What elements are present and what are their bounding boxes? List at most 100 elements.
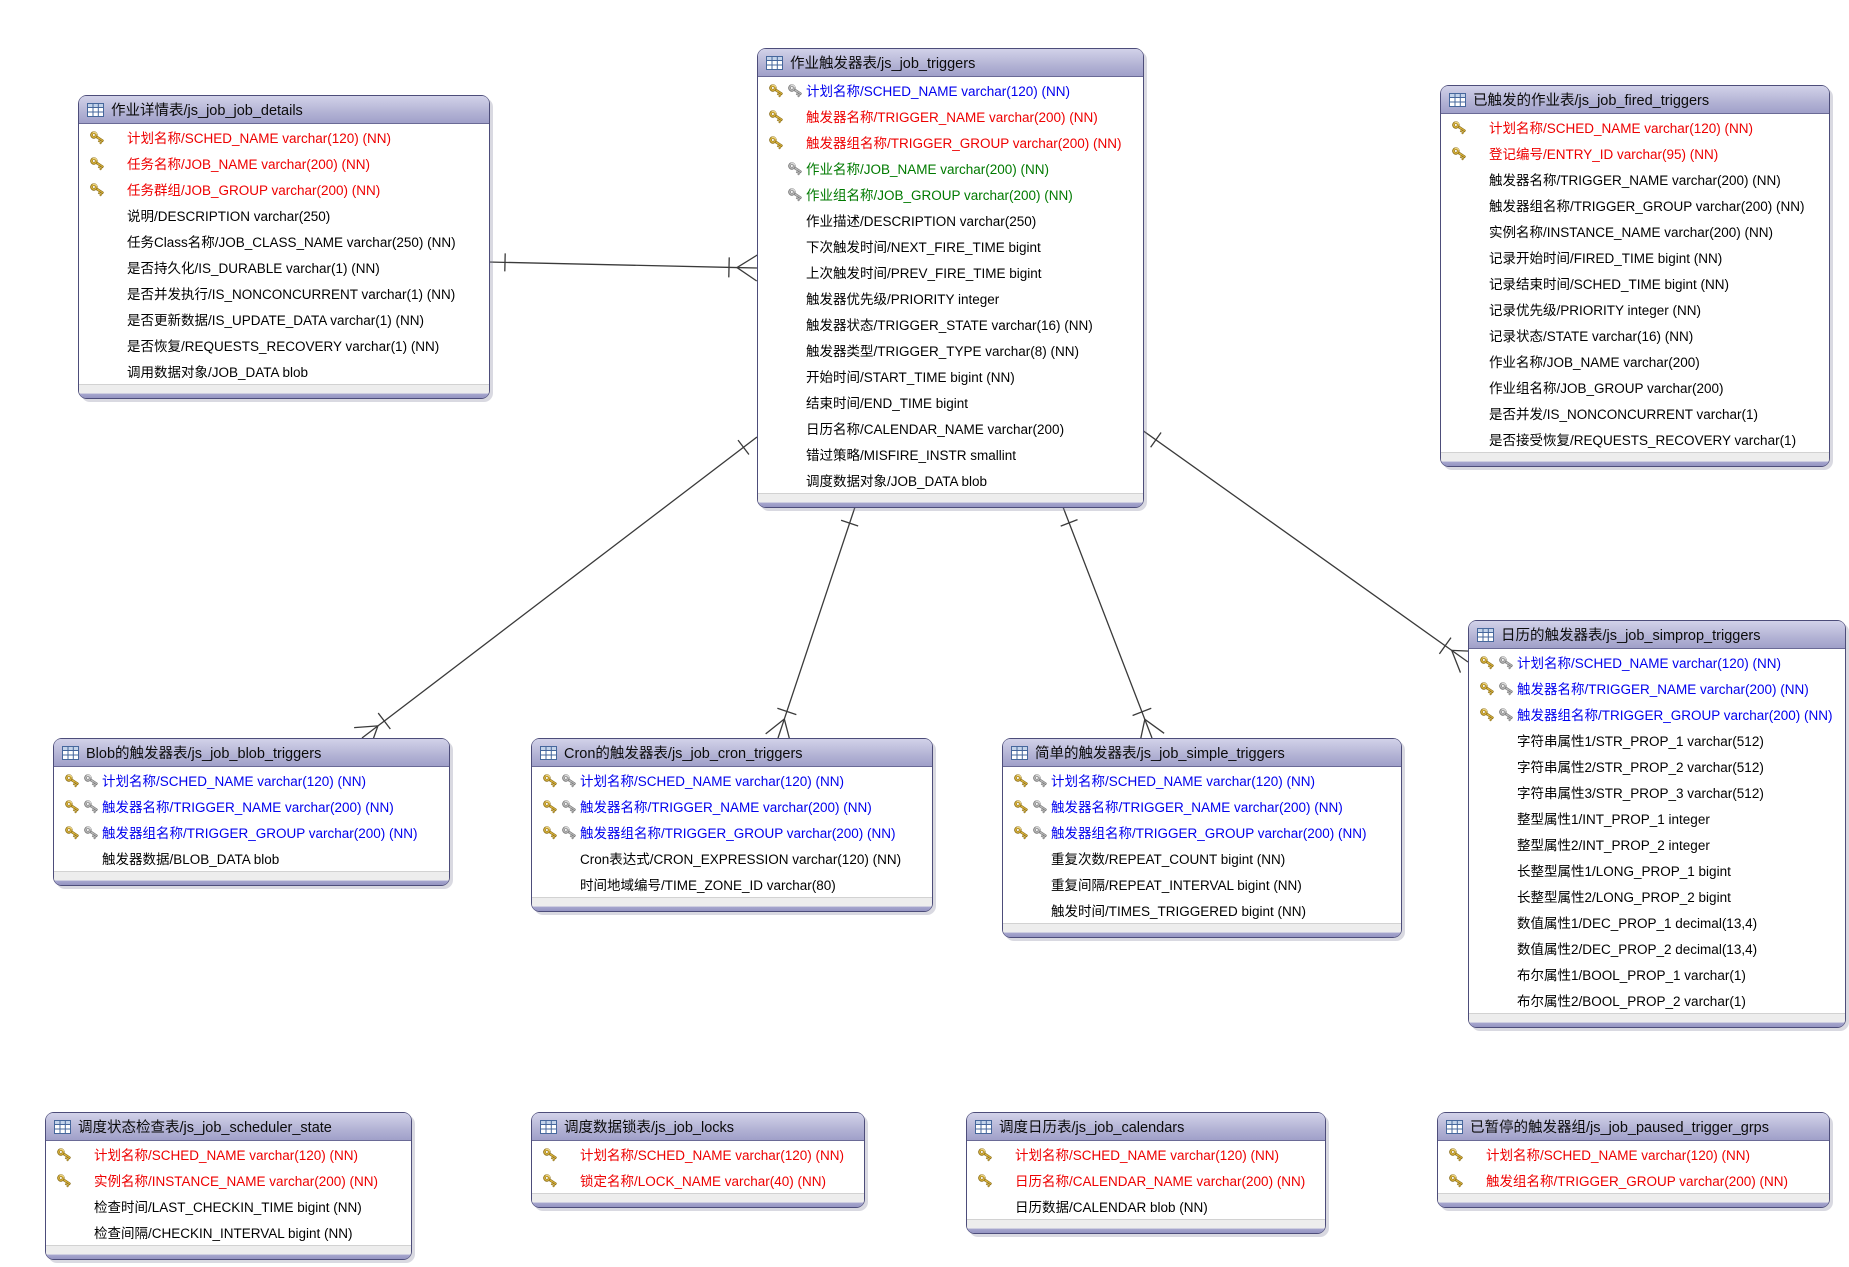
table-header[interactable]: 已触发的作业表/js_job_fired_triggers (1441, 86, 1829, 114)
column-row[interactable]: 触发器名称/TRIGGER_NAME varchar(200) (NN) (54, 793, 449, 819)
column-row[interactable]: 是否持久化/IS_DURABLE varchar(1) (NN) (79, 254, 489, 280)
column-row[interactable]: 上次触发时间/PREV_FIRE_TIME bigint (758, 259, 1143, 285)
column-row[interactable]: 登记编号/ENTRY_ID varchar(95) (NN) (1441, 140, 1829, 166)
column-row[interactable]: 说明/DESCRIPTION varchar(250) (79, 202, 489, 228)
column-row[interactable]: 计划名称/SCHED_NAME varchar(120) (NN) (532, 767, 932, 793)
column-row[interactable]: 触发器类型/TRIGGER_TYPE varchar(8) (NN) (758, 337, 1143, 363)
table-header[interactable]: Blob的触发器表/js_job_blob_triggers (54, 739, 449, 767)
column-row[interactable]: 布尔属性2/BOOL_PROP_2 varchar(1) (1469, 987, 1845, 1013)
column-row[interactable]: 作业组名称/JOB_GROUP varchar(200) (NN) (758, 181, 1143, 207)
column-row[interactable]: 触发组名称/TRIGGER_GROUP varchar(200) (NN) (1438, 1167, 1829, 1193)
table-header[interactable]: 日历的触发器表/js_job_simprop_triggers (1469, 621, 1845, 649)
column-row[interactable]: 计划名称/SCHED_NAME varchar(120) (NN) (758, 77, 1143, 103)
table-header[interactable]: Cron的触发器表/js_job_cron_triggers (532, 739, 932, 767)
table-header[interactable]: 调度日历表/js_job_calendars (967, 1113, 1325, 1141)
column-row[interactable]: 结束时间/END_TIME bigint (758, 389, 1143, 415)
column-row[interactable]: 布尔属性1/BOOL_PROP_1 varchar(1) (1469, 961, 1845, 987)
column-row[interactable]: 作业组名称/JOB_GROUP varchar(200) (1441, 374, 1829, 400)
table-header[interactable]: 调度状态检查表/js_job_scheduler_state (46, 1113, 411, 1141)
table-header[interactable]: 已暂停的触发器组/js_job_paused_trigger_grps (1438, 1113, 1829, 1141)
column-row[interactable]: 开始时间/START_TIME bigint (NN) (758, 363, 1143, 389)
column-row[interactable]: 触发器名称/TRIGGER_NAME varchar(200) (NN) (532, 793, 932, 819)
column-row[interactable]: 计划名称/SCHED_NAME varchar(120) (NN) (532, 1141, 864, 1167)
column-row[interactable]: 调用数据对象/JOB_DATA blob (79, 358, 489, 384)
column-row[interactable]: 计划名称/SCHED_NAME varchar(120) (NN) (1469, 649, 1845, 675)
column-row[interactable]: 任务Class名称/JOB_CLASS_NAME varchar(250) (N… (79, 228, 489, 254)
column-row[interactable]: 记录开始时间/FIRED_TIME bigint (NN) (1441, 244, 1829, 270)
relationship-job-details-to-triggers[interactable] (487, 253, 758, 282)
relationship-triggers-to-cron-triggers[interactable] (765, 506, 859, 743)
column-row[interactable]: 计划名称/SCHED_NAME varchar(120) (NN) (1003, 767, 1401, 793)
column-row[interactable]: 计划名称/SCHED_NAME varchar(120) (NN) (967, 1141, 1325, 1167)
relationship-triggers-to-blob-triggers[interactable] (354, 436, 758, 749)
column-row[interactable]: 实例名称/INSTANCE_NAME varchar(200) (NN) (46, 1167, 411, 1193)
column-row[interactable]: 计划名称/SCHED_NAME varchar(120) (NN) (54, 767, 449, 793)
column-row[interactable]: 日历名称/CALENDAR_NAME varchar(200) (758, 415, 1143, 441)
column-row[interactable]: 触发器名称/TRIGGER_NAME varchar(200) (NN) (758, 103, 1143, 129)
table-header[interactable]: 调度数据锁表/js_job_locks (532, 1113, 864, 1141)
column-row[interactable]: 整型属性2/INT_PROP_2 integer (1469, 831, 1845, 857)
column-row[interactable]: 调度数据对象/JOB_DATA blob (758, 467, 1143, 493)
column-row[interactable]: 记录结束时间/SCHED_TIME bigint (NN) (1441, 270, 1829, 296)
column-row[interactable]: 计划名称/SCHED_NAME varchar(120) (NN) (46, 1141, 411, 1167)
column-row[interactable]: 是否恢复/REQUESTS_RECOVERY varchar(1) (NN) (79, 332, 489, 358)
column-row[interactable]: 是否并发执行/IS_NONCONCURRENT varchar(1) (NN) (79, 280, 489, 306)
column-row[interactable]: 日历名称/CALENDAR_NAME varchar(200) (NN) (967, 1167, 1325, 1193)
column-row[interactable]: 触发器名称/TRIGGER_NAME varchar(200) (NN) (1003, 793, 1401, 819)
column-row[interactable]: 触发器组名称/TRIGGER_GROUP varchar(200) (NN) (1003, 819, 1401, 845)
column-row[interactable]: 触发器名称/TRIGGER_NAME varchar(200) (NN) (1441, 166, 1829, 192)
column-row[interactable]: 任务名称/JOB_NAME varchar(200) (NN) (79, 150, 489, 176)
column-row[interactable]: 作业描述/DESCRIPTION varchar(250) (758, 207, 1143, 233)
column-row[interactable]: 触发器优先级/PRIORITY integer (758, 285, 1143, 311)
column-row[interactable]: 字符串属性3/STR_PROP_3 varchar(512) (1469, 779, 1845, 805)
table-header[interactable]: 作业详情表/js_job_job_details (79, 96, 489, 124)
column-row[interactable]: 触发器组名称/TRIGGER_GROUP varchar(200) (NN) (1469, 701, 1845, 727)
column-row[interactable]: 计划名称/SCHED_NAME varchar(120) (NN) (1438, 1141, 1829, 1167)
column-row[interactable]: 是否并发/IS_NONCONCURRENT varchar(1) (1441, 400, 1829, 426)
column-row[interactable]: 日历数据/CALENDAR blob (NN) (967, 1193, 1325, 1219)
relationship-triggers-to-simple-triggers[interactable] (1060, 506, 1165, 743)
column-row[interactable]: 时间地域编号/TIME_ZONE_ID varchar(80) (532, 871, 932, 897)
column-row[interactable]: 触发器组名称/TRIGGER_GROUP varchar(200) (NN) (54, 819, 449, 845)
column-row[interactable]: 数值属性1/DEC_PROP_1 decimal(13,4) (1469, 909, 1845, 935)
column-row[interactable]: 实例名称/INSTANCE_NAME varchar(200) (NN) (1441, 218, 1829, 244)
column-row[interactable]: 触发器状态/TRIGGER_STATE varchar(16) (NN) (758, 311, 1143, 337)
column-row[interactable]: 锁定名称/LOCK_NAME varchar(40) (NN) (532, 1167, 864, 1193)
column-row[interactable]: 长整型属性2/LONG_PROP_2 bigint (1469, 883, 1845, 909)
table-header[interactable]: 作业触发器表/js_job_triggers (758, 49, 1143, 77)
relationship-triggers-to-simprop-triggers[interactable] (1141, 429, 1476, 673)
column-row[interactable]: 任务群组/JOB_GROUP varchar(200) (NN) (79, 176, 489, 202)
column-row[interactable]: Cron表达式/CRON_EXPRESSION varchar(120) (NN… (532, 845, 932, 871)
column-row[interactable]: 下次触发时间/NEXT_FIRE_TIME bigint (758, 233, 1143, 259)
column-row[interactable]: 计划名称/SCHED_NAME varchar(120) (NN) (79, 124, 489, 150)
column-row[interactable]: 作业名称/JOB_NAME varchar(200) (1441, 348, 1829, 374)
column-row[interactable]: 整型属性1/INT_PROP_1 integer (1469, 805, 1845, 831)
column-row[interactable]: 触发器组名称/TRIGGER_GROUP varchar(200) (NN) (1441, 192, 1829, 218)
column-row[interactable]: 触发时间/TIMES_TRIGGERED bigint (NN) (1003, 897, 1401, 923)
column-row[interactable]: 数值属性2/DEC_PROP_2 decimal(13,4) (1469, 935, 1845, 961)
column-row[interactable]: 作业名称/JOB_NAME varchar(200) (NN) (758, 155, 1143, 181)
column-row[interactable]: 是否接受恢复/REQUESTS_RECOVERY varchar(1) (1441, 426, 1829, 452)
column-row[interactable]: 触发器组名称/TRIGGER_GROUP varchar(200) (NN) (758, 129, 1143, 155)
table-header[interactable]: 简单的触发器表/js_job_simple_triggers (1003, 739, 1401, 767)
column-row[interactable]: 记录优先级/PRIORITY integer (NN) (1441, 296, 1829, 322)
column-row[interactable]: 检查间隔/CHECKIN_INTERVAL bigint (NN) (46, 1219, 411, 1245)
column-row[interactable]: 触发器组名称/TRIGGER_GROUP varchar(200) (NN) (532, 819, 932, 845)
column-row[interactable]: 重复次数/REPEAT_COUNT bigint (NN) (1003, 845, 1401, 871)
column-row[interactable]: 触发器数据/BLOB_DATA blob (54, 845, 449, 871)
column-row[interactable]: 字符串属性1/STR_PROP_1 varchar(512) (1469, 727, 1845, 753)
column-row[interactable]: 记录状态/STATE varchar(16) (NN) (1441, 322, 1829, 348)
column-row[interactable]: 是否更新数据/IS_UPDATE_DATA varchar(1) (NN) (79, 306, 489, 332)
column-row[interactable]: 计划名称/SCHED_NAME varchar(120) (NN) (1441, 114, 1829, 140)
